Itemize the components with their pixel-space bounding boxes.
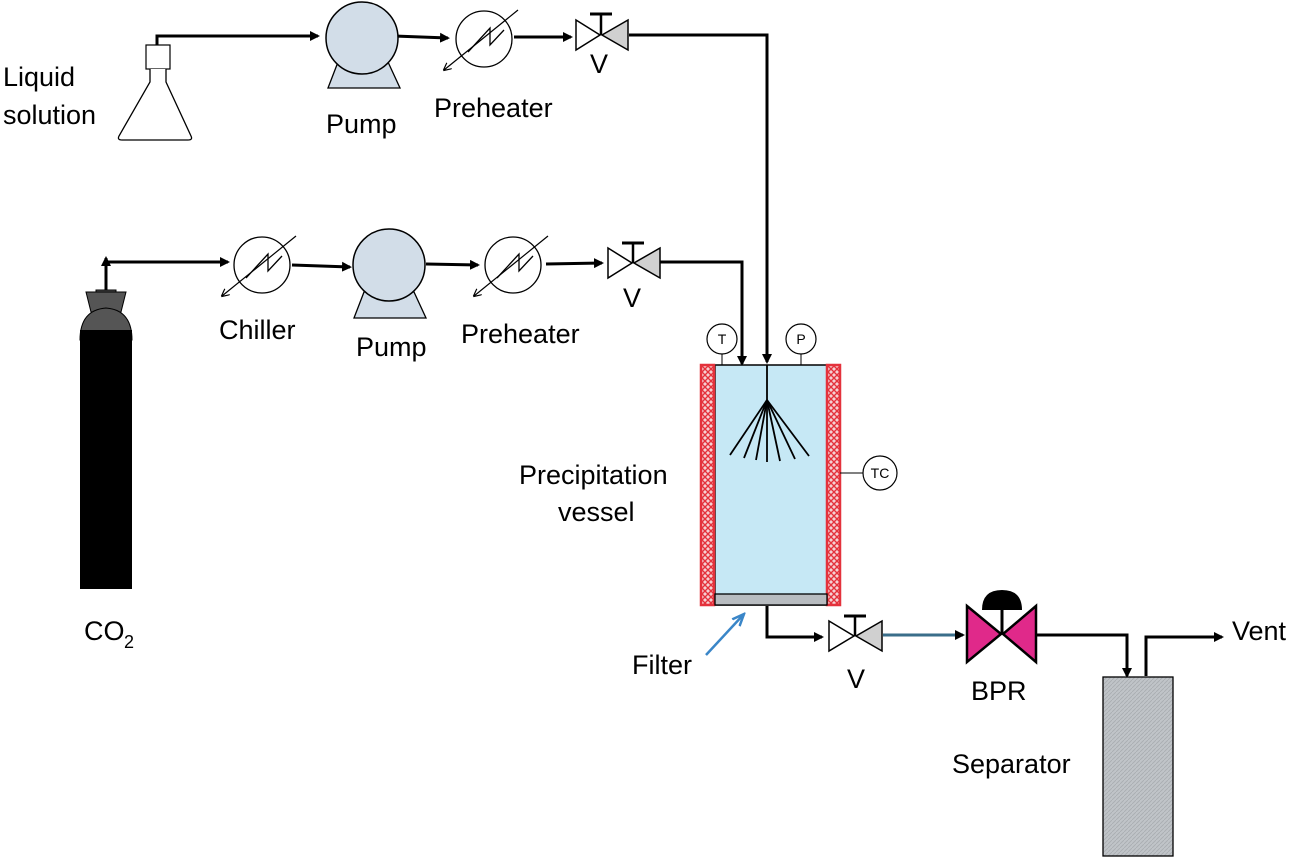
temperature-gauge-label: T [718,331,727,347]
precipitation-vessel-label-2: vessel [558,497,635,527]
separator-label: Separator [952,749,1071,779]
filter-pointer-arrow [705,614,744,656]
preheater-top-icon [444,9,519,70]
pipe-vessel-to-valve-bottom [765,606,824,642]
pressure-gauge-label: P [796,331,805,347]
temp-controller-label: TC [871,465,890,481]
pump-bottom-icon [352,228,428,319]
chiller-label: Chiller [219,315,296,345]
pump-bottom-label: Pump [356,332,427,362]
pipe-separator-to-vent [1144,632,1224,676]
valve-bottom-label: V [847,664,865,694]
precipitation-vessel [699,363,842,607]
filter-plate [714,593,828,606]
valve-mid-icon [607,241,661,280]
pump-top-icon [325,1,402,89]
pipe-pump-to-preheater-bottom [425,259,480,270]
pipe-bpr-to-separator [1037,633,1132,678]
valve-top-label: V [590,49,608,79]
spray-nozzle-icon [729,365,810,462]
filter-label: Filter [632,650,692,680]
valve-mid-label: V [623,283,641,313]
pipe-chiller-to-pump [291,261,352,272]
pipe-flask-to-pump [155,31,320,48]
liquid-flask-icon [117,44,193,141]
bpr-label: BPR [971,676,1027,706]
preheater-bottom-label: Preheater [461,319,580,349]
pipe-pump-to-preheater-top [393,32,450,43]
co2-subscript: 2 [124,632,134,652]
valve-bottom-icon [828,614,883,653]
back-pressure-regulator-icon [965,590,1038,665]
pressure-gauge: P [785,323,817,365]
co2-label: CO [84,616,125,646]
precipitation-vessel-label-1: Precipitation [519,460,668,490]
pipe-valve-to-vessel-top [629,33,772,364]
pipe-valve-to-vessel-mid [660,260,747,366]
liquid-solution-label-1: Liquid [3,62,75,92]
temperature-gauge: T [706,323,738,365]
vent-label: Vent [1232,616,1287,646]
preheater-bottom-icon [474,235,549,296]
pipe-preheater-to-valve-mid [545,258,604,269]
separator-vessel [1102,676,1174,857]
temperature-controller: TC [840,455,898,491]
valve-top-icon [575,12,629,52]
pump-top-label: Pump [326,109,397,139]
co2-cylinder-icon [79,289,133,589]
preheater-top-label: Preheater [434,93,553,123]
chiller-icon [222,235,297,296]
liquid-solution-label-2: solution [3,100,96,130]
